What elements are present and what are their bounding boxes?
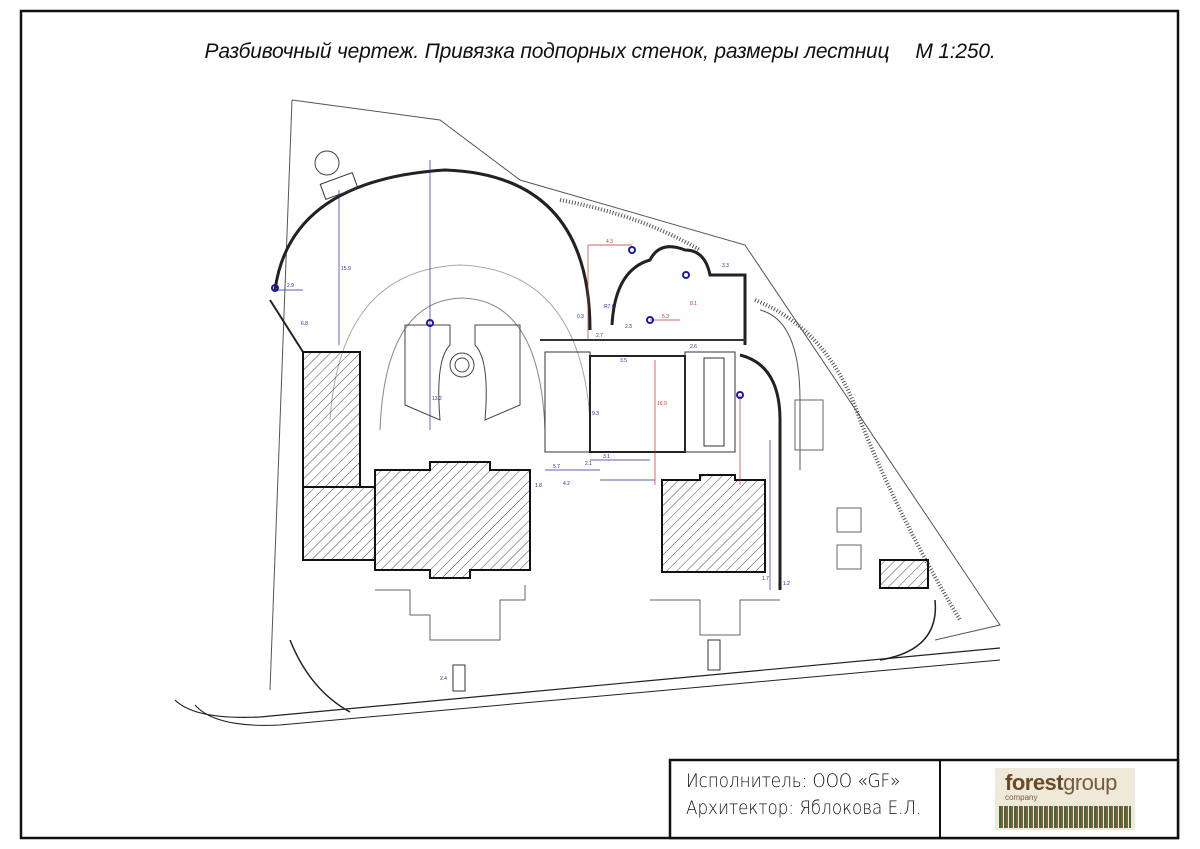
- architect-label: Архитектор: Яблокова Е.Л.: [686, 797, 922, 819]
- building-west-wing: [302, 351, 361, 488]
- retaining-wall-arc: [273, 168, 592, 331]
- dim-label: 8.1: [690, 301, 697, 307]
- fountain: [449, 352, 475, 378]
- site-boundary: [269, 99, 293, 691]
- dim-label: R7.6: [604, 304, 615, 310]
- forestgroup-logo: forestgroup company: [995, 768, 1135, 830]
- dim-label: 1.7: [762, 576, 769, 582]
- dim-label: 3.5: [620, 358, 627, 364]
- control-points: [271, 246, 744, 399]
- dim-label: 2.1: [585, 461, 592, 467]
- executor-label: Исполнитель: ООО «GF»: [686, 770, 901, 792]
- dim-label: 3.1: [603, 454, 610, 460]
- dim-label: 4.2: [563, 481, 570, 487]
- dim-label: 1.2: [783, 581, 790, 587]
- dim-label: 13.2: [432, 396, 442, 402]
- buildings: [302, 351, 929, 589]
- dimension-labels: 4.3 5.3 2.7 2.3 3.1 5.7 1.8 4.2 2.1 3.5 …: [287, 239, 790, 682]
- building-guest-house: [661, 474, 766, 573]
- title-block-text: Исполнитель: ООО «GF» Архитектор: Яблоко…: [686, 768, 921, 822]
- dim-label: 4.3: [606, 239, 613, 245]
- dim-label: 15.9: [341, 266, 351, 272]
- dim-label: 9.3: [592, 411, 599, 417]
- dim-label: 2.3: [625, 324, 632, 330]
- drawing-title: Разбивочный чертеж. Привязка подпорных с…: [0, 40, 1200, 64]
- dim-label: 16.9: [657, 401, 667, 407]
- stair: [319, 172, 359, 200]
- title-text: Разбивочный чертеж. Привязка подпорных с…: [204, 40, 890, 63]
- entry-stair: [452, 664, 466, 692]
- road-edge: [174, 647, 1001, 718]
- round-element: [314, 150, 340, 176]
- dim-label: 0.3: [577, 314, 584, 320]
- dimension-lines-red: [587, 244, 741, 485]
- drawing-scale: М 1:250.: [915, 40, 996, 63]
- entry-stair: [707, 639, 721, 671]
- logo-pattern: [999, 806, 1131, 828]
- dim-label: 6.8: [301, 321, 308, 327]
- dim-label: 5.7: [553, 464, 560, 470]
- drawing-frame: [19, 9, 1180, 840]
- building-west-annex: [302, 486, 376, 561]
- retaining-wall-curved: [610, 245, 747, 345]
- dim-label: 2.9: [287, 283, 294, 289]
- dim-label: 3.3: [722, 263, 729, 269]
- terrace: [589, 355, 686, 453]
- dim-label: 2.7: [596, 333, 603, 339]
- dim-label: 2.6: [690, 344, 697, 350]
- building-main-house: [374, 461, 531, 579]
- building-garage: [879, 559, 929, 589]
- dimension-lines: [275, 160, 771, 590]
- dim-label: 1.8: [535, 483, 542, 489]
- dim-label: 2.4: [440, 676, 447, 682]
- dim-label: 5.3: [662, 314, 669, 320]
